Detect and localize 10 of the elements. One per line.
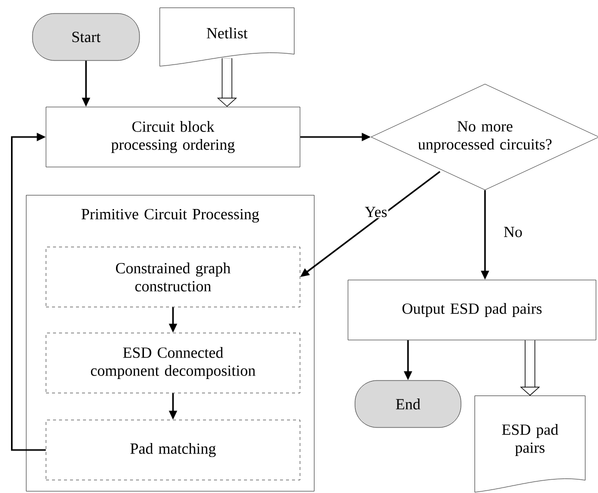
edge-label: No	[502, 226, 524, 238]
document-shape: ESD pad pairs	[474, 396, 586, 492]
arrow	[11, 132, 46, 451]
process-box: Output ESD pad pairs	[348, 280, 596, 340]
process-box: Circuit block processing ordering	[46, 106, 300, 168]
edge-label: Yes	[364, 206, 388, 218]
process-box: Constrained graph construction	[46, 246, 300, 308]
document-shape: Netlist	[160, 8, 294, 66]
process-box: Pad matching	[46, 420, 300, 480]
process-box: ESD Connected component decomposition	[46, 332, 300, 394]
